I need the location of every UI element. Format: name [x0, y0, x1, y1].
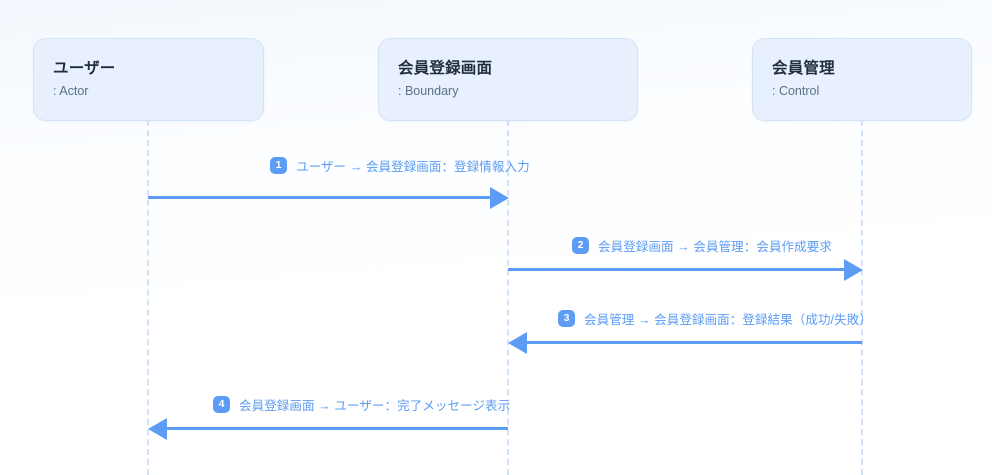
lifeline-boundary: [507, 120, 509, 475]
participant-stereotype: : Control: [772, 84, 820, 98]
message-number-badge: 1: [270, 156, 287, 174]
message-arrowhead-4: [148, 418, 167, 440]
message-label-3[interactable]: 3 会員管理 → 会員登録画面：登録結果（成功/失敗）: [558, 308, 872, 328]
participant-box-boundary[interactable]: 会員登録画面 : Boundary: [378, 38, 638, 121]
message-label-1[interactable]: 1 ユーザー → 会員登録画面：登録情報入力: [270, 155, 530, 175]
message-number-badge: 4: [213, 395, 230, 413]
participant-name: 会員管理: [772, 60, 835, 77]
message-label-2[interactable]: 2 会員登録画面 → 会員管理：会員作成要求: [572, 235, 832, 255]
message-arrow-line-1: [148, 196, 490, 199]
participant-stereotype: : Boundary: [398, 84, 459, 98]
message-arrowhead-3: [508, 332, 527, 354]
message-text: 会員登録画面 → 会員管理：会員作成要求: [598, 239, 832, 254]
lifeline-control: [861, 120, 863, 475]
message-number-badge: 2: [572, 236, 589, 254]
participant-stereotype: : Actor: [53, 84, 89, 98]
message-arrow-line-3: [527, 341, 862, 344]
participant-box-actor[interactable]: ユーザー : Actor: [33, 38, 264, 121]
message-arrow-line-4: [167, 427, 508, 430]
message-text: 会員管理 → 会員登録画面：登録結果（成功/失敗）: [584, 312, 872, 327]
lifeline-actor: [147, 120, 149, 475]
message-arrowhead-2: [844, 259, 863, 281]
message-label-4[interactable]: 4 会員登録画面 → ユーザー：完了メッセージ表示: [213, 394, 510, 414]
participant-name: 会員登録画面: [398, 60, 493, 77]
message-text: ユーザー → 会員登録画面：登録情報入力: [296, 159, 530, 174]
participant-box-control[interactable]: 会員管理 : Control: [752, 38, 972, 121]
message-arrowhead-1: [490, 187, 509, 209]
message-text: 会員登録画面 → ユーザー：完了メッセージ表示: [239, 398, 511, 413]
message-number-badge: 3: [558, 309, 575, 327]
message-arrow-line-2: [508, 268, 844, 271]
participant-name: ユーザー: [53, 60, 116, 77]
